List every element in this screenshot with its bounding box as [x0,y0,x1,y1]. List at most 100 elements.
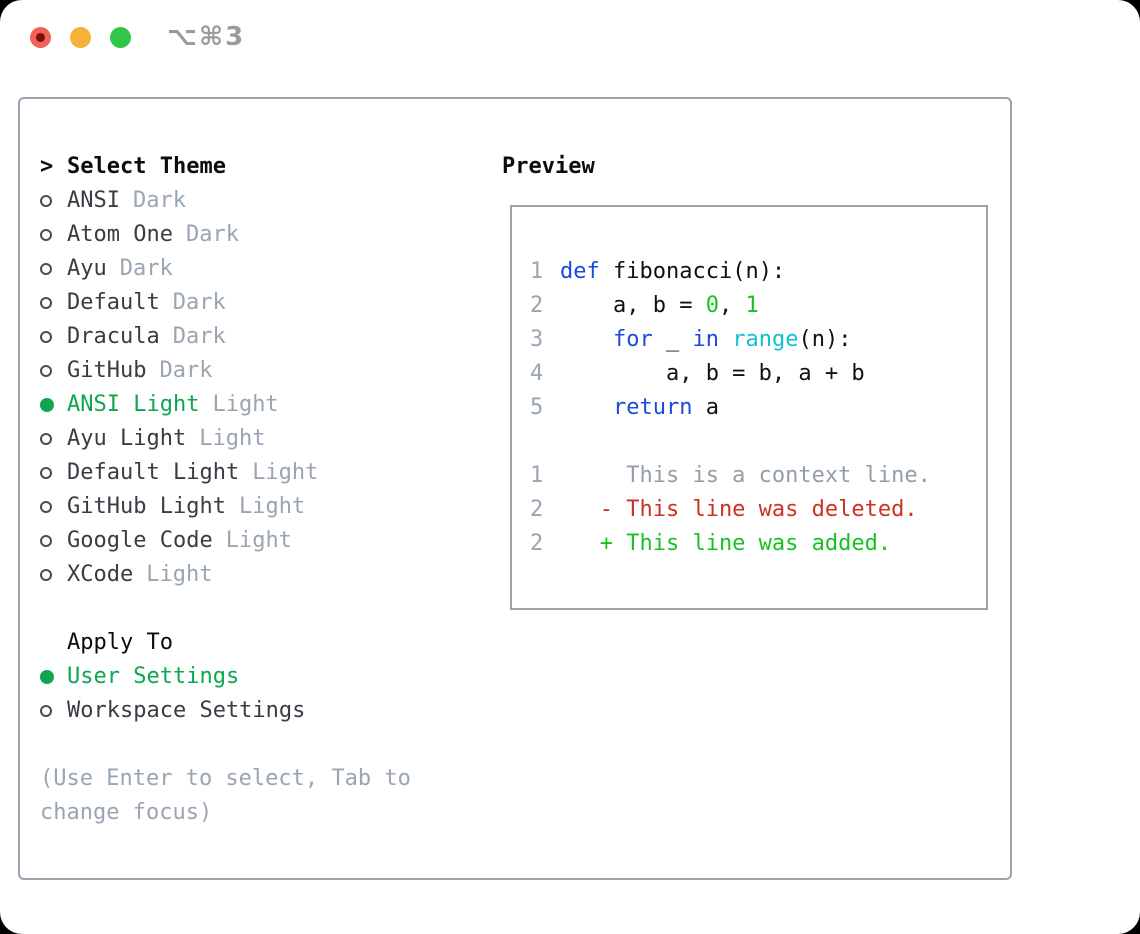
radio-icon [40,705,67,717]
theme-name: Atom One [67,222,173,247]
line-number: 1 [530,259,544,284]
theme-name: Ayu Light [67,426,187,451]
line-number: 2 [530,497,544,522]
minimize-button[interactable] [70,27,91,48]
line-content: This is a context line. [560,463,931,488]
apply-option-user-settings[interactable]: User Settings [40,660,480,694]
theme-option-atom-one-dark[interactable]: Atom One Dark [40,218,480,252]
spacer [40,728,480,762]
radio-icon [40,297,67,309]
window-controls [30,27,131,48]
line-number: 1 [530,463,544,488]
code-line-5: 5 return a [530,391,986,425]
apply-option-label: Workspace Settings [67,698,306,723]
theme-variant-badge: Dark [185,222,239,247]
titlebar: ⌥⌘3 [0,0,1140,76]
line-number: 2 [530,293,544,318]
theme-option-ayu-dark[interactable]: Ayu Dark [40,252,480,286]
line-content: def fibonacci(n): [560,259,786,284]
theme-variant-badge: Light [238,494,306,519]
theme-variant-badge: Dark [172,290,226,315]
theme-option-ansi-light-light[interactable]: ANSI Light Light [40,388,480,422]
select-theme-header: >Select Theme [40,150,480,184]
radio-icon [40,195,67,207]
theme-variant-badge: Light [212,392,279,417]
theme-option-github-light-light[interactable]: GitHub Light Light [40,490,480,524]
theme-name: Default [67,290,160,315]
code-line-3: 3 for _ in range(n): [530,323,986,357]
line-number: 4 [530,361,544,386]
blank-line [530,425,986,459]
zoom-button[interactable] [110,27,131,48]
select-theme-title: Select Theme [67,154,226,179]
line-number: 2 [530,531,544,556]
theme-option-dracula-dark[interactable]: Dracula Dark [40,320,480,354]
close-button[interactable] [30,27,51,48]
theme-name: Google Code [67,528,213,553]
line-content: for _ in range(n): [612,327,852,352]
radio-icon [40,535,67,547]
hint-line-1: (Use Enter to select, Tab to [40,766,411,791]
window-shortcut-label: ⌥⌘3 [167,22,246,52]
theme-variant-badge: Light [146,562,213,587]
radio-icon [40,501,67,513]
theme-name: GitHub Light [67,494,226,519]
apply-to-header: Apply To [40,626,480,660]
hint-line-2: change focus) [40,800,213,825]
line-content: + This line was added. [560,531,892,556]
theme-option-ayu-light-light[interactable]: Ayu Light Light [40,422,480,456]
line-content: return a [612,395,719,420]
theme-variant-badge: Dark [119,256,173,281]
radio-icon [40,229,67,241]
theme-option-ansi-dark[interactable]: ANSI Dark [40,184,480,218]
preview-title: Preview [502,154,595,179]
radio-icon [40,467,67,479]
apply-option-label: User Settings [67,664,240,689]
theme-name: ANSI Light [67,392,200,417]
theme-option-xcode-light[interactable]: XCode Light [40,558,480,592]
radio-icon [40,263,67,275]
radio-icon [40,433,67,445]
theme-name: XCode [67,562,134,587]
theme-variant-badge: Light [252,460,319,485]
theme-variant-badge: Light [225,528,292,553]
line-content: - This line was deleted. [560,497,918,522]
theme-variant-badge: Dark [172,324,226,349]
line-number: 5 [530,395,544,420]
radio-selected-icon [40,670,67,684]
radio-icon [40,569,67,581]
theme-name: GitHub [67,358,147,383]
line-content: a, b = b, a + b [560,361,865,386]
code-line-2: 2 a, b = 0, 1 [530,289,986,323]
diff-line-1: 1 This is a context line. [530,459,986,493]
apply-option-workspace-settings[interactable]: Workspace Settings [40,694,480,728]
theme-name: Dracula [67,324,160,349]
theme-name: ANSI [67,188,120,213]
radio-icon [40,331,67,343]
apply-to-title: Apply To [67,630,173,655]
diff-line-2: 2 - This line was deleted. [530,493,986,527]
theme-option-google-code-light[interactable]: Google Code Light [40,524,480,558]
line-content: a, b = 0, 1 [560,293,759,318]
diff-line-3: 2 + This line was added. [530,527,986,561]
theme-option-github-dark[interactable]: GitHub Dark [40,354,480,388]
line-number: 3 [530,327,544,352]
theme-variant-badge: Dark [132,188,186,213]
code-line-4: 4 a, b = b, a + b [530,357,986,391]
diff-sample: 1 This is a context line.2 - This line w… [530,459,986,561]
radio-icon [40,365,67,377]
theme-variant-badge: Dark [159,358,213,383]
theme-option-default-dark[interactable]: Default Dark [40,286,480,320]
theme-name: Ayu [67,256,107,281]
theme-variant-badge: Light [199,426,266,451]
code-line-1: 1 def fibonacci(n): [530,255,986,289]
radio-selected-icon [40,398,67,412]
